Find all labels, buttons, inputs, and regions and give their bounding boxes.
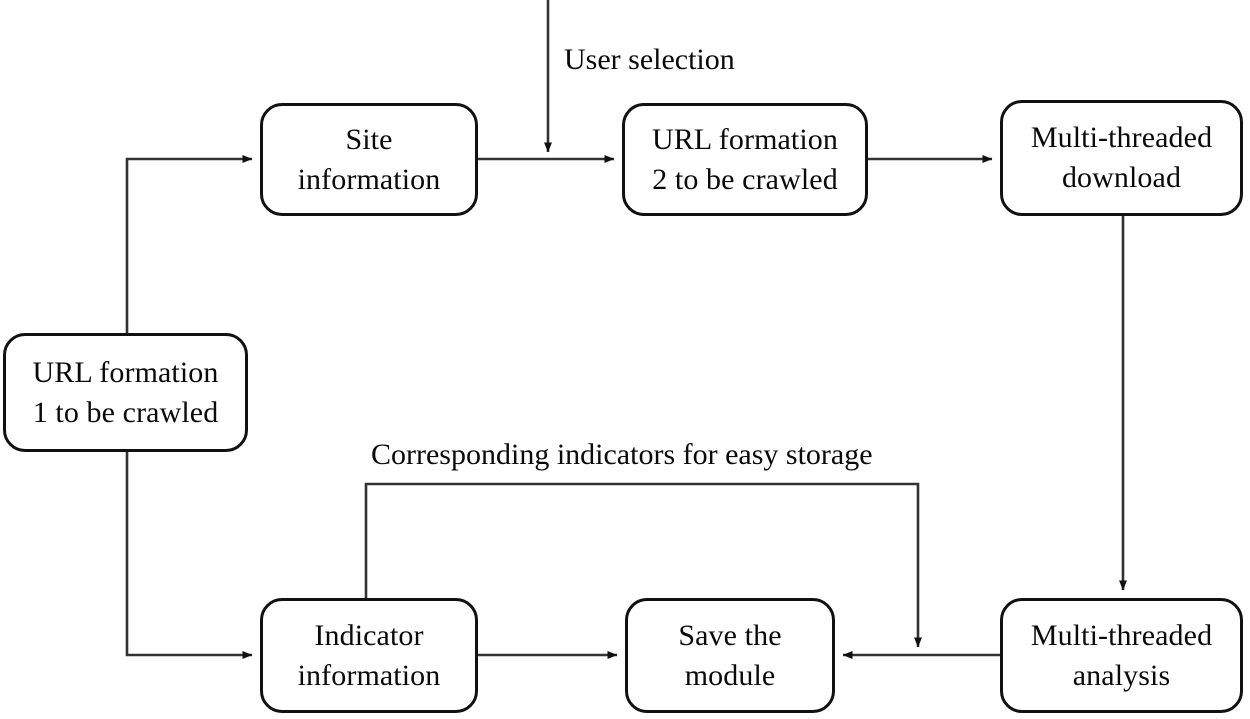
node-multi-threaded-analysis-label: Multi-threaded analysis <box>1030 618 1213 692</box>
edge-label-user-selection: User selection <box>564 43 735 76</box>
node-site-information[interactable]: Site information <box>260 103 478 216</box>
node-site-information-label: Site information <box>297 122 441 196</box>
edge-url1-to-indicator <box>125 452 253 659</box>
node-multi-threaded-download[interactable]: Multi-threaded download <box>1000 100 1243 216</box>
node-indicator-information-label: Indicator information <box>297 618 441 692</box>
edge-url1-to-site <box>125 155 253 333</box>
node-multi-threaded-analysis[interactable]: Multi-threaded analysis <box>1000 598 1243 713</box>
node-url-formation-2-label: URL formation 2 to be crawled <box>652 122 838 196</box>
node-url-formation-1[interactable]: URL formation 1 to be crawled <box>3 333 248 452</box>
edge-label-corresponding-indicators: Corresponding indicators for easy storag… <box>371 438 873 471</box>
edge-corresponding-indicators <box>364 482 922 648</box>
node-save-the-module-label: Save the module <box>678 618 782 692</box>
node-url-formation-1-label: URL formation 1 to be crawled <box>32 355 219 429</box>
node-multi-threaded-download-label: Multi-threaded download <box>1030 121 1213 194</box>
node-url-formation-2[interactable]: URL formation 2 to be crawled <box>622 103 868 216</box>
node-save-the-module[interactable]: Save the module <box>625 598 835 713</box>
node-indicator-information[interactable]: Indicator information <box>260 598 478 713</box>
